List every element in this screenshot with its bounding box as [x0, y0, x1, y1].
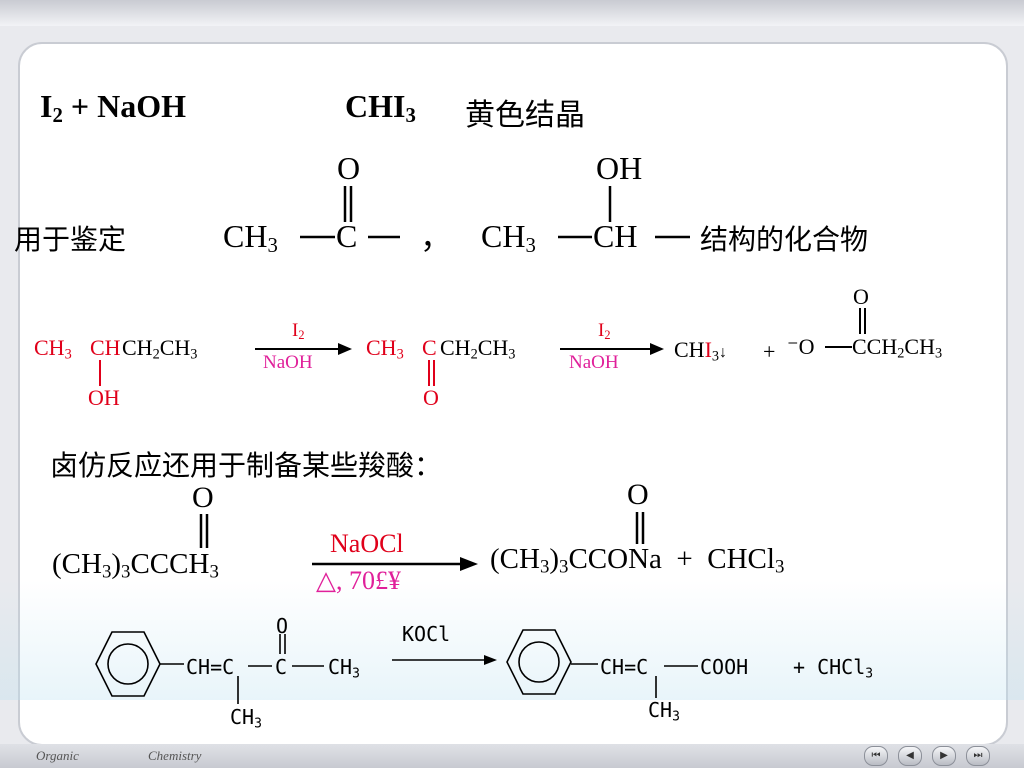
nav-next-button[interactable]: ▶	[932, 746, 956, 766]
line1-description: 黄色结晶	[465, 98, 585, 133]
rxn1-arrow1-bottom: NaOH	[263, 352, 313, 373]
rxn2-arrow-bottom: △, 70£¥	[316, 566, 401, 595]
rxn1-p-oxygen: O	[423, 385, 439, 410]
rxn3-p-chain: CH=C	[600, 655, 649, 679]
rxn1-iodoform: CHI3↓	[674, 337, 728, 365]
rxn2-reactant: (CH3)3CCCH3	[52, 548, 219, 583]
line2-s2-hydroxyl: OH	[596, 150, 643, 186]
footer-left: Organic	[36, 748, 79, 763]
line2-s2-methyl: CH3	[481, 218, 536, 258]
slide-panel	[18, 42, 1008, 746]
line4-text: 卤仿反应还用于制备某些羧酸：	[50, 449, 443, 482]
line1-product: CHI3	[345, 88, 416, 128]
rxn3-reagent: KOCl	[402, 622, 451, 646]
rxn1-p-ch2ch3: CH2CH3	[440, 335, 516, 363]
line2-tail: 结构的化合物	[700, 223, 869, 256]
benzene-inner-product	[518, 641, 560, 683]
rxn1-carboxylate: CCH2CH3	[852, 334, 943, 362]
line1-reactants: I2 + NaOH	[40, 88, 186, 128]
rxn1-arrow2-bottom: NaOH	[569, 352, 619, 373]
arrowhead-rxn1-1	[338, 343, 352, 355]
rxn1-p-ch3: CH3	[366, 335, 404, 363]
rxn1-r-ch2ch3: CH2CH3	[122, 335, 198, 363]
rxn3-r-chain: CH=C	[186, 655, 235, 679]
line2-s1-oxygen: O	[337, 150, 361, 186]
rxn2-arrow-top: NaOCl	[330, 529, 404, 558]
rxn1-arrow2-top: I2	[598, 320, 611, 343]
rxn1-carboxylate-oxygen: O	[853, 284, 869, 309]
arrowhead-rxn1-2	[650, 343, 664, 355]
background-decoration	[0, 580, 1024, 700]
rxn1-anion: ⁻O	[787, 334, 815, 359]
arrowhead-rxn2	[460, 557, 478, 571]
rxn3-p-sub-methyl: CH3	[648, 698, 680, 725]
rxn1-r-ch3: CH3	[34, 335, 72, 363]
line2-s2-ch: CH	[593, 218, 638, 254]
rxn2-product: (CH3)3CCONa + CHCl3	[490, 543, 785, 578]
rxn3-p-chloroform: + CHCl3	[793, 655, 874, 682]
nav-last-button[interactable]: ⏭	[966, 746, 990, 766]
line2-s1-carbon: C	[336, 218, 358, 254]
rxn2-r-oxygen: O	[192, 481, 214, 514]
footer-right: Chemistry	[148, 748, 202, 763]
rxn1-r-oh: OH	[88, 385, 120, 410]
rxn1-p-c: C	[422, 335, 437, 360]
top-bar	[0, 0, 1024, 26]
rxn2-p-oxygen: O	[627, 478, 649, 511]
rxn3-p-cooh: COOH	[700, 655, 749, 679]
benzene-ring-product	[506, 629, 572, 695]
rxn3-r-oxygen: O	[276, 614, 289, 638]
benzene-ring-reactant	[95, 631, 161, 697]
rxn1-arrow1-top: I2	[292, 320, 305, 343]
arrowhead-rxn3	[484, 655, 497, 665]
rxn1-r-ch: CH	[90, 335, 121, 360]
line2-comma: ，	[420, 219, 453, 255]
line2-label: 用于鉴定	[14, 223, 127, 256]
nav-first-button[interactable]: ⏮	[864, 746, 888, 766]
rxn1-plus: +	[763, 339, 776, 364]
nav-prev-button[interactable]: ◀	[898, 746, 922, 766]
rxn3-r-carbon: C	[275, 655, 288, 679]
rxn3-r-methyl: CH3	[328, 655, 360, 682]
benzene-inner-reactant	[107, 643, 149, 685]
line2-s1-methyl: CH3	[223, 218, 278, 258]
footer-bar: Organic Chemistry	[0, 744, 1024, 768]
rxn3-r-sub-methyl: CH3	[230, 705, 262, 732]
